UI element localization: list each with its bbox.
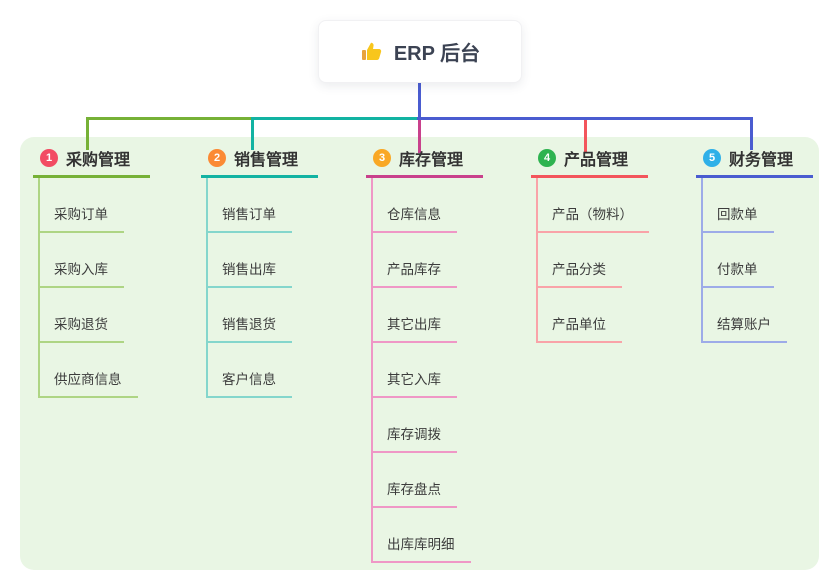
child-label: 产品库存: [387, 262, 441, 277]
child-label: 销售退货: [222, 317, 276, 332]
branch-header-finance[interactable]: 5 财务管理: [696, 145, 813, 178]
child-node[interactable]: 库存调拨: [371, 398, 457, 453]
branch-header-purchase[interactable]: 1 采购管理: [33, 145, 150, 178]
child-node[interactable]: 仓库信息: [371, 178, 457, 233]
child-label: 采购退货: [54, 317, 108, 332]
child-label: 库存盘点: [387, 482, 441, 497]
branch-children: 仓库信息产品库存其它出库其它入库库存调拨库存盘点出库库明细: [366, 178, 526, 563]
child-label: 采购入库: [54, 262, 108, 277]
child-node[interactable]: 出库库明细: [371, 508, 471, 563]
badge-3: 3: [373, 149, 391, 167]
child-node[interactable]: 产品（物料）: [536, 178, 649, 233]
child-node[interactable]: 采购入库: [38, 233, 124, 288]
child-label: 其它出库: [387, 317, 441, 332]
child-label: 出库库明细: [387, 537, 455, 552]
root-title: ERP 后台: [393, 43, 481, 65]
thumbs-up-icon: [360, 40, 384, 64]
child-label: 其它入库: [387, 372, 441, 387]
child-node[interactable]: 销售出库: [206, 233, 292, 288]
child-node[interactable]: 结算账户: [701, 288, 787, 343]
child-node[interactable]: 其它入库: [371, 343, 457, 398]
branch-header-sales[interactable]: 2 销售管理: [201, 145, 318, 178]
child-node[interactable]: 付款单: [701, 233, 774, 288]
child-node[interactable]: 产品库存: [371, 233, 457, 288]
connector-branch2-drop: [251, 117, 254, 150]
branch-inventory: 3 库存管理 仓库信息产品库存其它出库其它入库库存调拨库存盘点出库库明细: [366, 145, 526, 563]
branch-header-inventory[interactable]: 3 库存管理: [366, 145, 483, 178]
child-node[interactable]: 销售退货: [206, 288, 292, 343]
branch-children: 采购订单采购入库采购退货供应商信息: [33, 178, 193, 398]
branch-purchase: 1 采购管理 采购订单采购入库采购退货供应商信息: [33, 145, 193, 398]
connector-branch3-drop: [418, 117, 421, 153]
badge-2: 2: [208, 149, 226, 167]
connector-branch5-horizontal: [417, 117, 753, 120]
child-label: 销售订单: [222, 207, 276, 222]
branch-title: 财务管理: [729, 152, 794, 169]
branch-children: 销售订单销售出库销售退货客户信息: [201, 178, 361, 398]
child-label: 付款单: [717, 262, 758, 277]
branch-children: 回款单付款单结算账户: [696, 178, 839, 343]
child-label: 供应商信息: [54, 372, 122, 387]
child-node[interactable]: 其它出库: [371, 288, 457, 343]
connector-branch1-drop: [86, 117, 89, 150]
connector-root-stem: [418, 83, 421, 118]
child-label: 产品（物料）: [552, 207, 633, 222]
branch-finance: 5 财务管理 回款单付款单结算账户: [696, 145, 839, 343]
connector-branch4-drop: [584, 117, 587, 153]
connector-branch2-horizontal: [251, 117, 423, 120]
child-label: 结算账户: [717, 317, 771, 332]
branch-title: 销售管理: [234, 152, 299, 169]
child-label: 产品单位: [552, 317, 606, 332]
badge-5: 5: [703, 149, 721, 167]
child-node[interactable]: 客户信息: [206, 343, 292, 398]
badge-1: 1: [40, 149, 58, 167]
child-node[interactable]: 采购订单: [38, 178, 124, 233]
child-label: 销售出库: [222, 262, 276, 277]
branch-header-product[interactable]: 4 产品管理: [531, 145, 648, 178]
branch-title: 库存管理: [399, 152, 464, 169]
child-label: 库存调拨: [387, 427, 441, 442]
child-label: 产品分类: [552, 262, 606, 277]
branch-title: 采购管理: [66, 152, 131, 169]
child-node[interactable]: 库存盘点: [371, 453, 457, 508]
branch-product: 4 产品管理 产品（物料） 产品分类产品单位: [531, 145, 691, 343]
branch-title: 产品管理: [564, 152, 629, 169]
child-label: 仓库信息: [387, 207, 441, 222]
child-node[interactable]: 产品单位: [536, 288, 622, 343]
child-label: 客户信息: [222, 372, 276, 387]
background-panel: [20, 137, 819, 570]
root-node[interactable]: ERP 后台: [318, 20, 522, 83]
branch-sales: 2 销售管理 销售订单销售出库销售退货客户信息: [201, 145, 361, 398]
child-node[interactable]: 销售订单: [206, 178, 292, 233]
child-node[interactable]: 产品分类: [536, 233, 622, 288]
child-label: 回款单: [717, 207, 758, 222]
child-node[interactable]: 采购退货: [38, 288, 124, 343]
branch-children: 产品（物料） 产品分类产品单位: [531, 178, 691, 343]
connector-branch5-drop: [750, 117, 753, 150]
badge-4: 4: [538, 149, 556, 167]
child-node[interactable]: 回款单: [701, 178, 774, 233]
child-label: 采购订单: [54, 207, 108, 222]
child-node[interactable]: 供应商信息: [38, 343, 138, 398]
